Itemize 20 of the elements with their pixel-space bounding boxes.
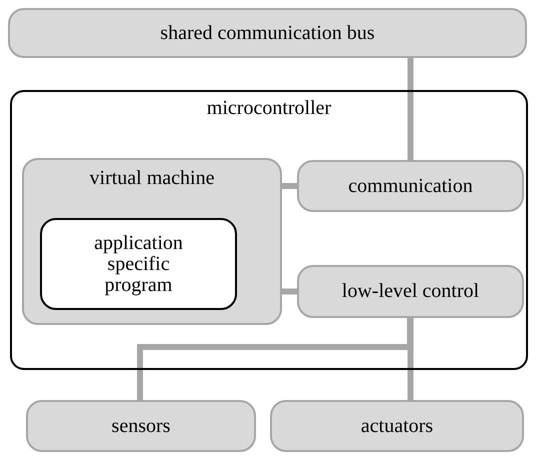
node-label: actuators <box>360 416 434 436</box>
process-box <box>22 158 282 325</box>
node-label: shared communication bus <box>160 22 375 44</box>
node-label: application specific program <box>93 232 184 296</box>
node-label: low-level control <box>342 281 480 302</box>
process-box <box>297 265 524 318</box>
connector-line <box>282 288 297 294</box>
node-label: virtual machine <box>90 168 214 189</box>
node-label: sensors <box>112 416 170 436</box>
process-box <box>270 400 524 452</box>
connector-line <box>408 318 414 400</box>
microcontroller-frame <box>10 90 528 370</box>
node-label: microcontroller <box>206 98 332 119</box>
process-box <box>40 218 237 310</box>
node-label: communication <box>348 176 473 196</box>
process-box <box>8 8 527 58</box>
connector-line <box>282 183 297 189</box>
connector-line <box>408 58 414 160</box>
process-box <box>297 160 524 212</box>
process-box <box>26 400 256 452</box>
